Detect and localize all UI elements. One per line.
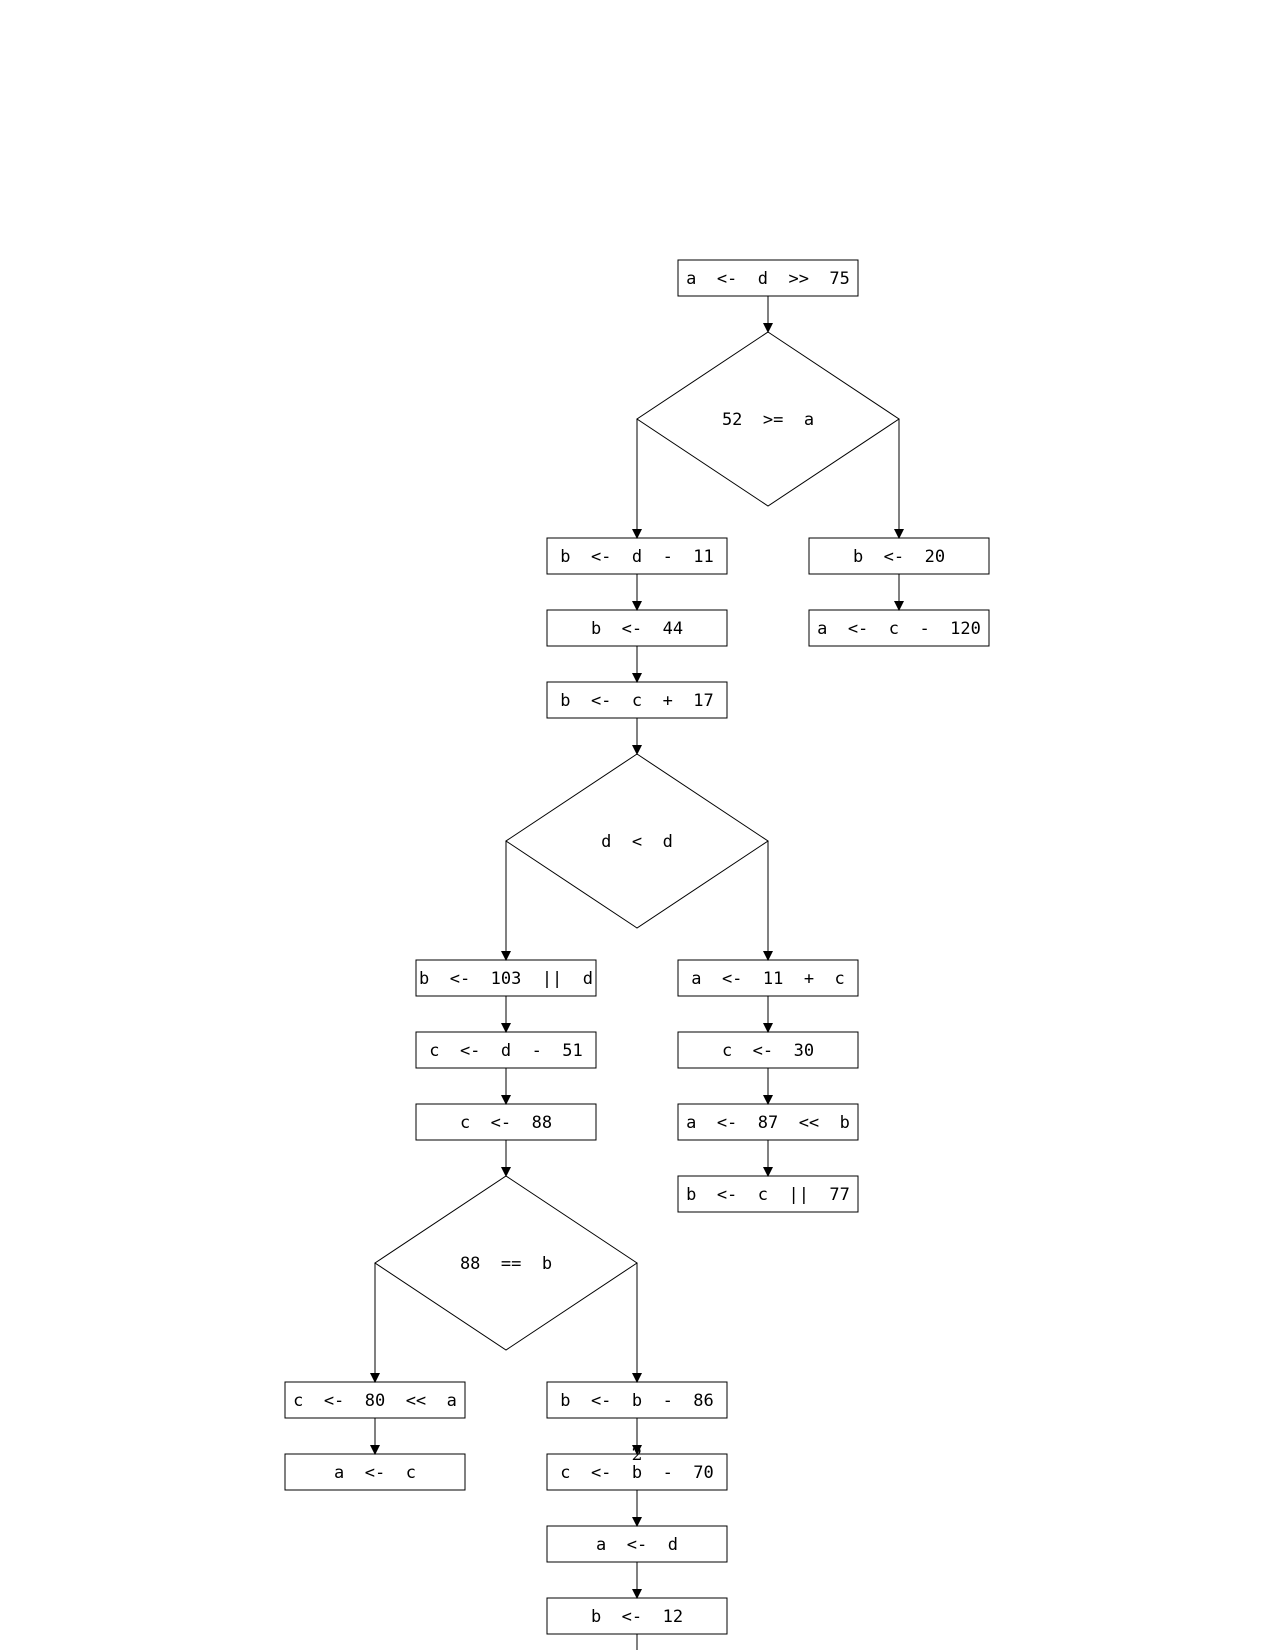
process-box <box>415 1031 597 1069</box>
process-node: a <- c <box>284 1453 466 1491</box>
process-node: c <- 30 <box>677 1031 859 1069</box>
process-box <box>546 1381 728 1419</box>
process-node: b <- 44 <box>546 609 728 647</box>
process-node: a <- d >> 75 <box>677 259 859 297</box>
node-label: 52 >= a <box>722 410 814 430</box>
process-box <box>546 1597 728 1635</box>
process-box <box>677 1175 859 1213</box>
node-label: b <- 103 || d <box>419 969 593 989</box>
node-label: 88 == b <box>460 1254 552 1274</box>
process-box <box>546 681 728 719</box>
node-label: b <- 44 <box>591 619 683 639</box>
process-box <box>546 609 728 647</box>
process-box <box>677 959 859 997</box>
node-label: b <- d - 11 <box>560 547 714 567</box>
process-box <box>546 1525 728 1563</box>
process-box <box>284 1453 466 1491</box>
process-box <box>808 609 990 647</box>
process-node: b <- 12 <box>546 1597 728 1635</box>
process-node: b <- b - 86 <box>546 1381 728 1419</box>
process-box <box>677 1031 859 1069</box>
edges-layer <box>370 296 904 1650</box>
node-label: c <- d - 51 <box>429 1041 583 1061</box>
process-node: c <- b - 70 <box>546 1453 728 1491</box>
node-label: b <- 20 <box>853 547 945 567</box>
process-box <box>677 1103 859 1141</box>
node-label: c <- 30 <box>722 1041 814 1061</box>
decision-diamond <box>374 1175 638 1351</box>
decision-diamond <box>636 331 900 507</box>
process-node: a <- c - 120 <box>808 609 990 647</box>
process-node: a <- 87 << b <box>677 1103 859 1141</box>
decision-node: 52 >= a <box>636 331 900 507</box>
page-number: 2 <box>632 1445 643 1465</box>
node-label: b <- 12 <box>591 1607 683 1627</box>
node-label: b <- c + 17 <box>560 691 714 711</box>
process-node: b <- 20 <box>808 537 990 575</box>
node-label: a <- 11 + c <box>691 969 845 989</box>
process-node: b <- 103 || d <box>415 959 597 997</box>
process-node: b <- d - 11 <box>546 537 728 575</box>
process-box <box>677 259 859 297</box>
node-label: a <- c - 120 <box>817 619 981 639</box>
node-label: b <- b - 86 <box>560 1391 714 1411</box>
process-node: c <- d - 51 <box>415 1031 597 1069</box>
node-label: a <- 87 << b <box>686 1113 850 1133</box>
node-label: c <- b - 70 <box>560 1463 714 1483</box>
nodes-layer: a <- d >> 75 52 >= a b <- d - 11 b <- 44 b <… <box>284 259 990 1635</box>
node-label: c <- 88 <box>460 1113 552 1133</box>
node-label: a <- d <box>596 1535 678 1555</box>
process-box <box>546 537 728 575</box>
process-box <box>546 1453 728 1491</box>
node-label: a <- c <box>334 1463 416 1483</box>
decision-node: d < d <box>505 753 769 929</box>
node-label: d < d <box>601 832 673 852</box>
node-label: b <- c || 77 <box>686 1185 850 1205</box>
node-label: a <- d >> 75 <box>686 269 850 289</box>
process-node: b <- c + 17 <box>546 681 728 719</box>
process-box <box>415 959 597 997</box>
decision-diamond <box>505 753 769 929</box>
process-node: c <- 80 << a <box>284 1381 466 1419</box>
decision-node: 88 == b <box>374 1175 638 1351</box>
node-label: c <- 80 << a <box>293 1391 457 1411</box>
process-node: a <- d <box>546 1525 728 1563</box>
process-node: b <- c || 77 <box>677 1175 859 1213</box>
process-node: c <- 88 <box>415 1103 597 1141</box>
process-box <box>415 1103 597 1141</box>
process-box <box>284 1381 466 1419</box>
process-node: a <- 11 + c <box>677 959 859 997</box>
process-box <box>808 537 990 575</box>
